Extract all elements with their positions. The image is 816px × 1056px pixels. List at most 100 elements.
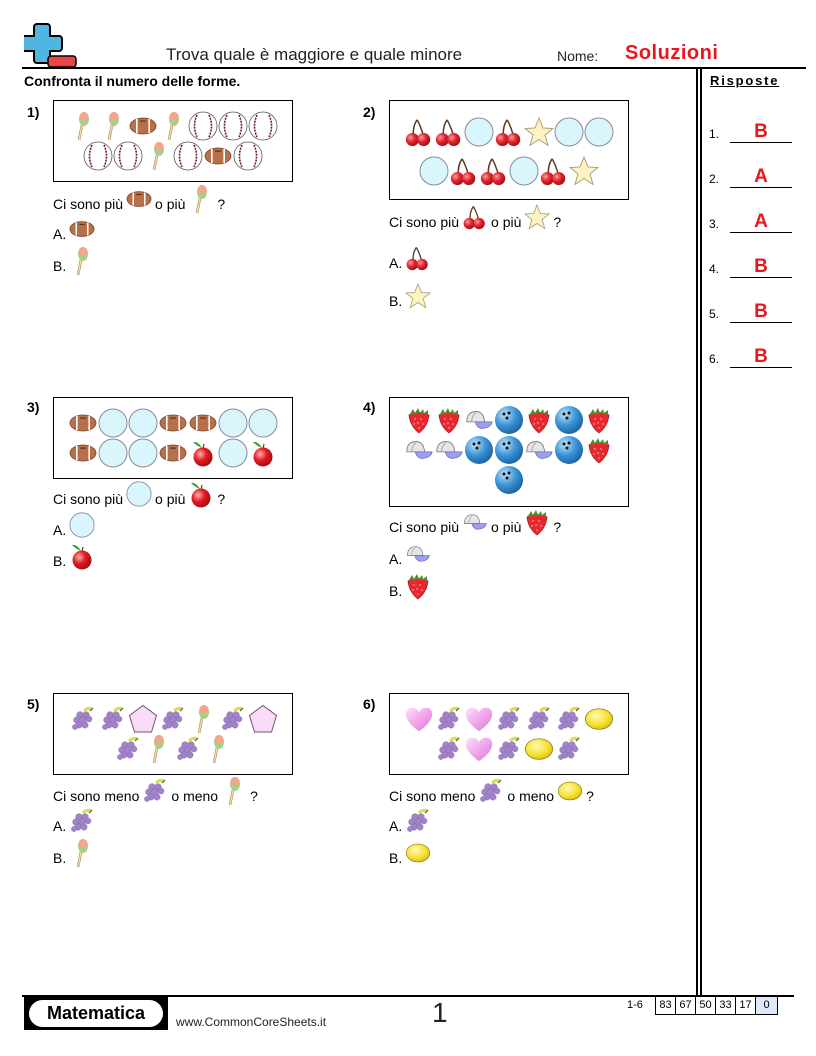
option-a[interactable]: A. — [53, 216, 98, 242]
prompt-mid: o più — [155, 196, 186, 212]
score-range-label: 1-6 — [627, 999, 643, 1011]
answer-row: 2.A — [709, 158, 799, 188]
lemon-icon — [584, 704, 614, 734]
cherry-icon — [404, 117, 434, 147]
answer-column-divider — [700, 68, 702, 995]
maraca-icon — [68, 111, 98, 141]
answer-blank[interactable] — [730, 232, 792, 233]
cherry-icon — [434, 117, 464, 147]
answer-row: 1.B — [709, 113, 799, 143]
prompt-end: ? — [553, 519, 562, 535]
grapes-icon — [494, 734, 524, 764]
site-url[interactable]: www.CommonCoreSheets.it — [176, 1015, 327, 1029]
cherry-icon — [494, 117, 524, 147]
lemon-icon — [524, 734, 554, 764]
option-b[interactable]: B. — [53, 543, 98, 570]
prompt-mid: o meno — [507, 788, 555, 804]
option-b[interactable]: B. — [53, 247, 98, 276]
question-number: 5) — [27, 696, 40, 712]
grapes-icon — [113, 734, 143, 764]
baseball-icon — [248, 111, 278, 141]
option-b[interactable]: B. — [389, 573, 434, 600]
cherry-icon — [449, 156, 479, 186]
answer-row: 5.B — [709, 293, 799, 323]
grapes-icon — [554, 704, 584, 734]
bowling-icon — [494, 465, 524, 495]
option-a[interactable]: A. — [389, 245, 434, 271]
option-a[interactable]: A. — [389, 808, 434, 834]
shape-row — [54, 704, 292, 734]
maraca-icon — [98, 111, 128, 141]
football-icon — [68, 438, 98, 468]
grapes-icon — [142, 778, 168, 804]
grapes-icon — [524, 704, 554, 734]
shape-row — [390, 117, 628, 147]
answer-row: 6.B — [709, 338, 799, 368]
star-icon — [524, 203, 551, 230]
question-number: 3) — [27, 399, 40, 415]
heart-icon — [404, 704, 434, 734]
cherry-icon — [462, 204, 488, 230]
option-a[interactable]: A. — [53, 808, 98, 834]
shape-box — [389, 693, 629, 775]
option-b[interactable]: B. — [389, 840, 434, 866]
answer-blank[interactable] — [730, 142, 792, 143]
prompt-start: Ci sono più — [389, 214, 460, 230]
prompt-end: ? — [217, 491, 226, 507]
circle-icon — [126, 481, 152, 507]
grapes-icon — [69, 808, 95, 834]
answer-blank[interactable] — [730, 187, 792, 188]
heart-icon — [464, 704, 494, 734]
option-b[interactable]: B. — [389, 282, 434, 309]
grapes-icon — [218, 704, 248, 734]
prompt-start: Ci sono più — [53, 196, 124, 212]
option-label: A. — [53, 522, 67, 538]
strawberry-icon — [584, 405, 614, 435]
name-label: Nome: — [557, 48, 599, 64]
prompt-mid: o più — [491, 519, 522, 535]
maraca-icon — [69, 247, 95, 276]
option-label: B. — [53, 553, 67, 569]
option-a[interactable]: A. — [53, 512, 98, 538]
option-label: B. — [53, 258, 67, 274]
answer-row: 3. A — [709, 203, 799, 233]
prompt-start: Ci sono più — [53, 491, 124, 507]
score-cell: 33 — [716, 997, 736, 1014]
maraca-icon — [69, 839, 95, 868]
grapes-icon — [173, 734, 203, 764]
baseball-icon — [188, 111, 218, 141]
brand-label: Matematica — [29, 1000, 163, 1027]
answer-row: 4.B — [709, 248, 799, 278]
bowling-icon — [554, 405, 584, 435]
bowling-icon — [464, 435, 494, 465]
answer-number: 3. — [709, 217, 720, 231]
football-icon — [203, 141, 233, 171]
option-b[interactable]: B. — [53, 839, 98, 868]
answer-value: A — [754, 211, 768, 232]
answer-blank[interactable] — [730, 367, 792, 368]
pentagon-icon — [128, 704, 158, 734]
answer-number: 4. — [709, 262, 720, 276]
cap-icon — [462, 509, 488, 535]
circle-icon — [464, 117, 494, 147]
answer-blank[interactable] — [730, 277, 792, 278]
score-cell: 17 — [736, 997, 756, 1014]
football-icon — [158, 438, 188, 468]
answer-value: B — [754, 121, 768, 142]
option-label: A. — [389, 551, 403, 567]
score-cell: 0 — [756, 997, 778, 1014]
answer-blank[interactable] — [730, 322, 792, 323]
option-a[interactable]: A. — [389, 541, 434, 567]
score-table: 83 67 50 33 17 0 — [655, 997, 778, 1015]
apple-icon — [69, 543, 95, 570]
prompt-end: ? — [586, 788, 594, 804]
shape-row — [54, 438, 292, 468]
football-icon — [128, 111, 158, 141]
circle-icon — [218, 408, 248, 438]
circle-icon — [248, 408, 278, 438]
answer-number: 5. — [709, 307, 720, 321]
strawberry-icon — [405, 573, 431, 600]
answer-value: A — [754, 166, 768, 187]
